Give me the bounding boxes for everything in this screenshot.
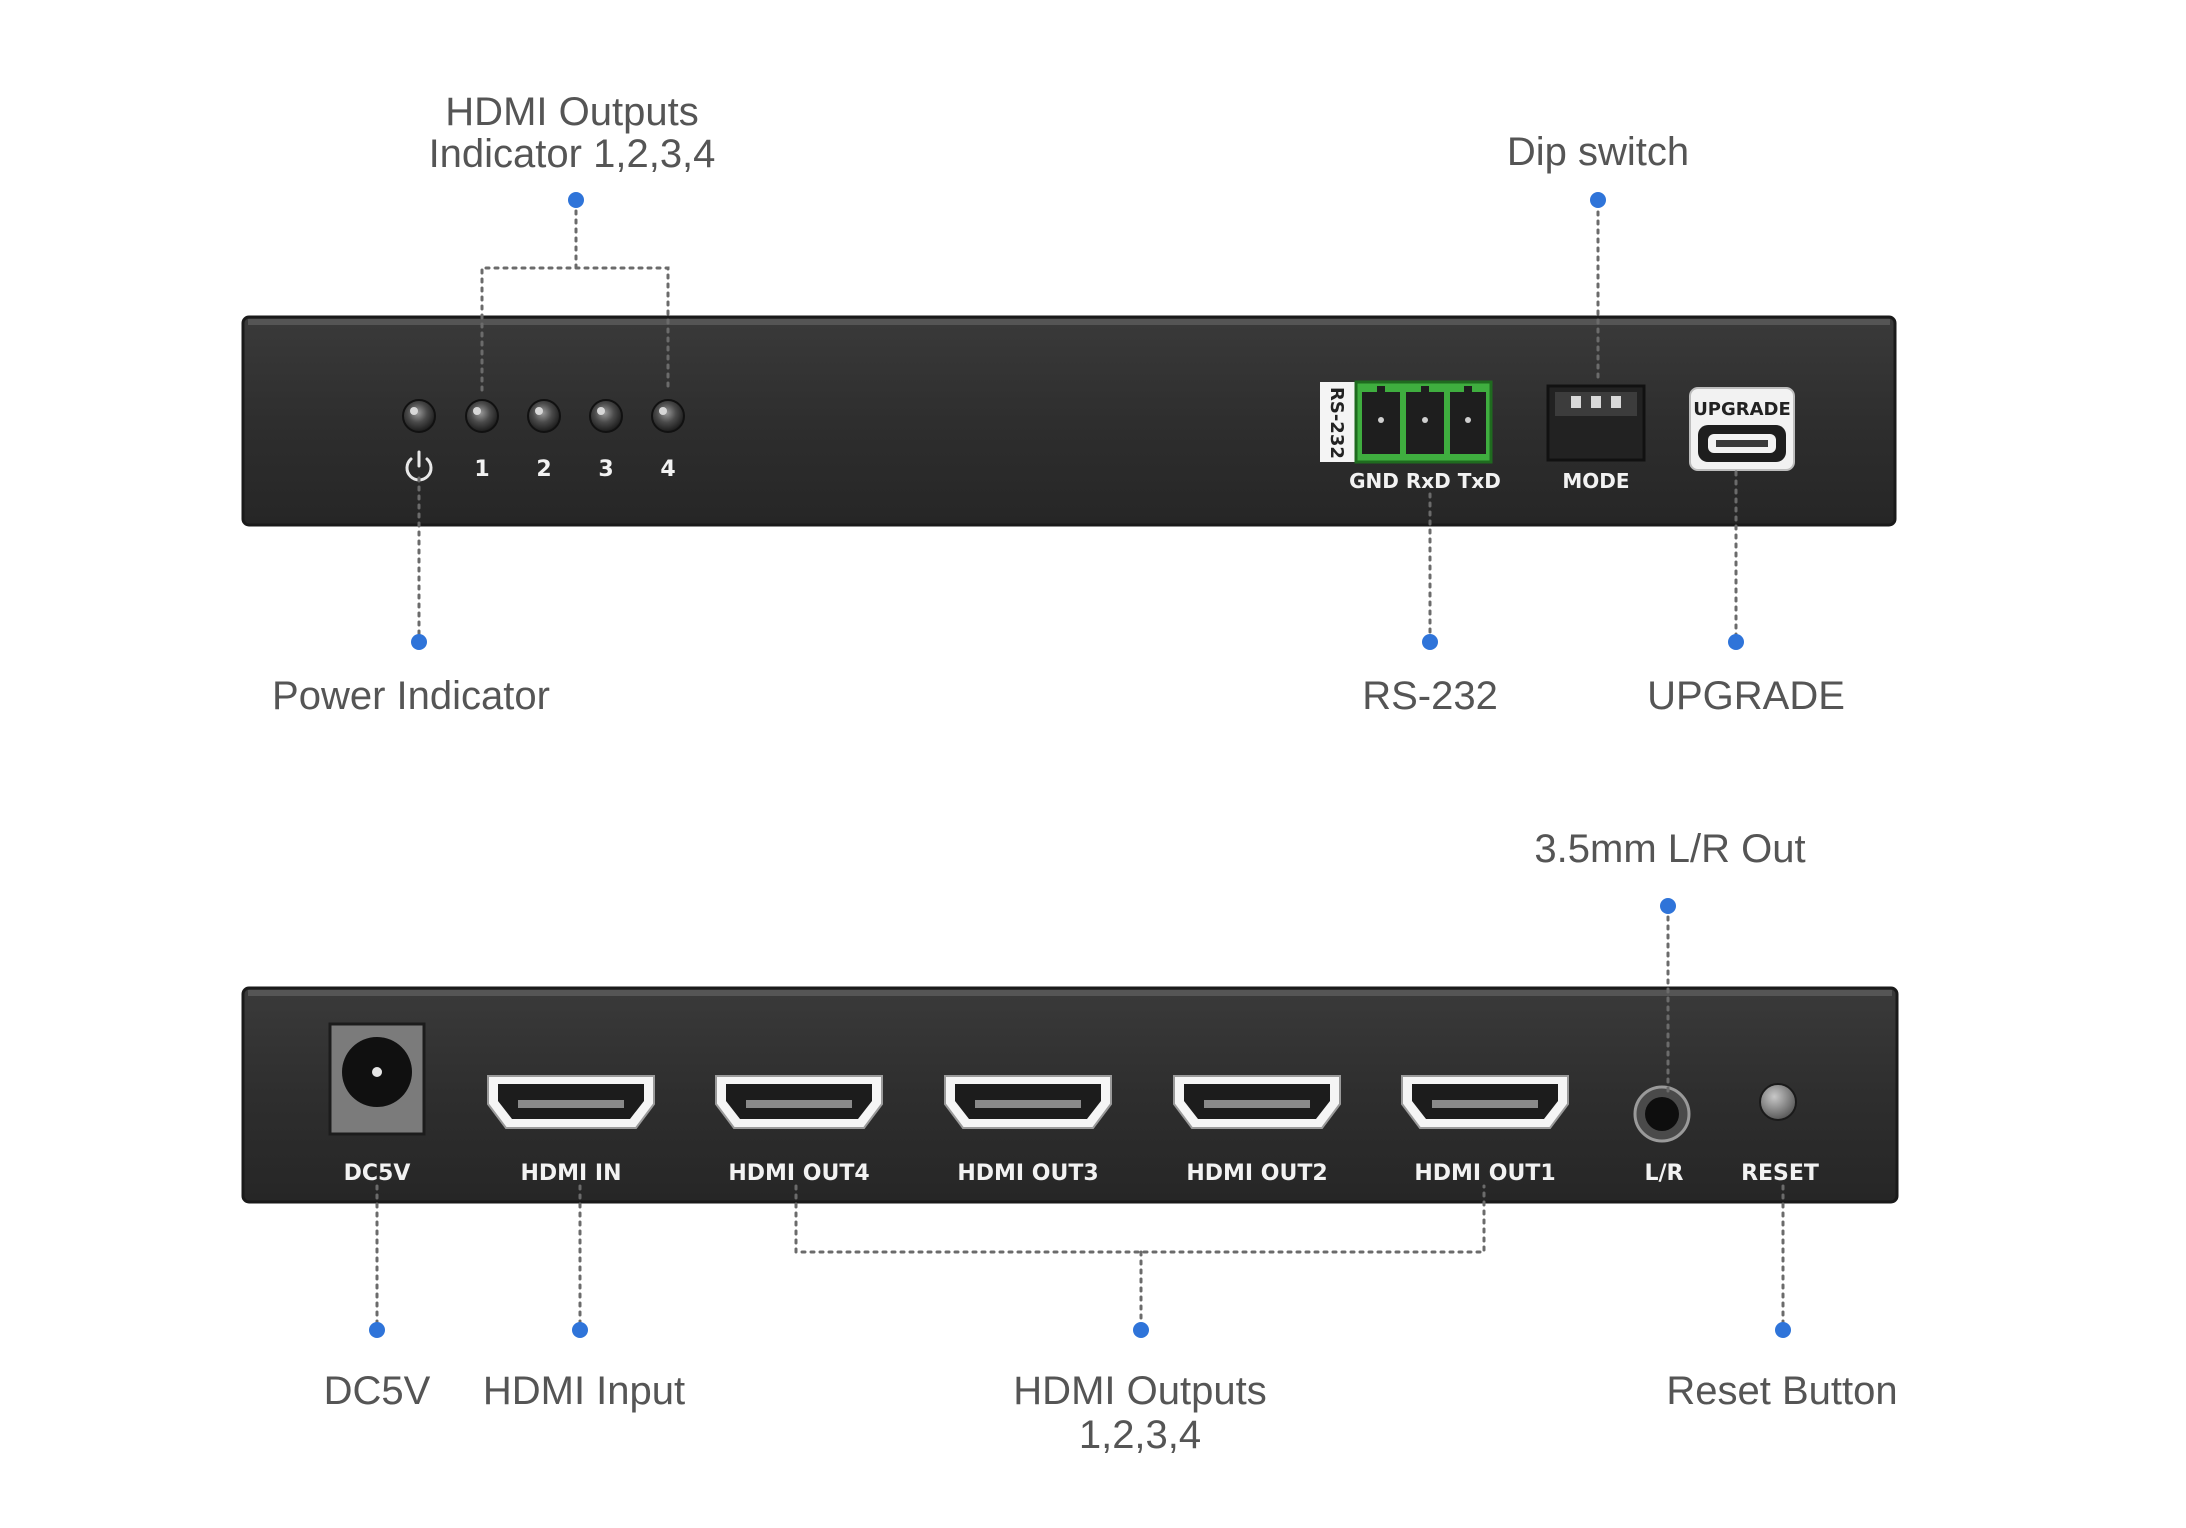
callout-rs232: RS-232 [1362, 674, 1498, 718]
dot-rs232 [1422, 634, 1438, 650]
callout-hdmi-outputs-line1: HDMI Outputs [1013, 1369, 1266, 1413]
output-led-1 [465, 399, 499, 433]
upgrade-port[interactable]: UPGRADE [1689, 387, 1795, 471]
dc-jack[interactable] [328, 1022, 426, 1136]
led-label-1: 1 [474, 457, 489, 482]
callout-hdmi-outputs-indicator-line1: HDMI Outputs [445, 90, 698, 134]
dot-reset-button [1775, 1322, 1791, 1338]
rs232-terminal[interactable]: RS-232 [1320, 380, 1493, 464]
hdmi-out2-label: HDMI OUT2 [1186, 1161, 1327, 1186]
led-label-2: 2 [536, 457, 551, 482]
callout-hdmi-outputs-indicator-line2: Indicator 1,2,3,4 [429, 132, 716, 176]
mode-label: MODE [1562, 469, 1629, 493]
led-label-3: 3 [598, 457, 613, 482]
hdmi-out2-port[interactable] [1173, 1075, 1341, 1129]
callout-reset-button: Reset Button [1666, 1369, 1897, 1413]
callout-hdmi-input: HDMI Input [483, 1369, 685, 1413]
rs232-vertical-label: RS-232 [1326, 387, 1347, 459]
output-led-4 [651, 399, 685, 433]
hdmi-out1-port[interactable] [1401, 1075, 1569, 1129]
hdmi-out3-port[interactable] [944, 1075, 1112, 1129]
callout-labels: HDMI Outputs Indicator 1,2,3,4 Dip switc… [272, 90, 1898, 1457]
leader-lines [375, 200, 1785, 1330]
reset-label: RESET [1741, 1161, 1819, 1186]
reset-button[interactable] [1759, 1083, 1797, 1121]
rs232-side-tag [1320, 382, 1356, 462]
rs232-pins-label: GND RxD TxD [1349, 469, 1501, 493]
hdmi-out4-port[interactable] [715, 1075, 883, 1129]
dot-dip-switch [1590, 192, 1606, 208]
callout-audio-out: 3.5mm L/R Out [1534, 827, 1805, 871]
dot-power-indicator [411, 634, 427, 650]
power-led [402, 399, 436, 433]
lr-label: L/R [1645, 1161, 1684, 1186]
callout-hdmi-outputs-line2: 1,2,3,4 [1079, 1413, 1201, 1457]
output-led-3 [589, 399, 623, 433]
led-label-4: 4 [660, 457, 675, 482]
front-panel-top-edge [248, 319, 1890, 325]
front-panel: 1 2 3 4 RS-232 GND RxD TxD MOD [241, 315, 1897, 527]
output-led-2 [527, 399, 561, 433]
dot-dc5v [369, 1322, 385, 1338]
mode-dip-switch[interactable] [1546, 384, 1646, 462]
hdmi-out3-label: HDMI OUT3 [957, 1161, 1098, 1186]
upgrade-port-label: UPGRADE [1693, 399, 1791, 420]
callout-dots [369, 192, 1791, 1338]
hdmi-out1-label: HDMI OUT1 [1414, 1161, 1555, 1186]
hdmi-in-label: HDMI IN [520, 1161, 621, 1186]
dot-audio-out [1660, 898, 1676, 914]
dc-label: DC5V [344, 1161, 411, 1186]
rear-panel: DC5V HDMI IN HDMI OUT4 HDMI OUT3 HDMI OU… [241, 986, 1899, 1204]
dot-hdmi-input [572, 1322, 588, 1338]
hdmi-in-port[interactable] [487, 1075, 655, 1129]
audio-lr-jack[interactable] [1633, 1085, 1691, 1143]
callout-power-indicator: Power Indicator [272, 674, 550, 718]
dot-hdmi-outputs [1133, 1322, 1149, 1338]
front-panel-body [241, 315, 1897, 527]
callout-dc5v: DC5V [324, 1369, 431, 1413]
callout-dip-switch: Dip switch [1507, 130, 1689, 174]
hdmi-out4-label: HDMI OUT4 [728, 1161, 869, 1186]
dot-upgrade [1728, 634, 1744, 650]
dot-hdmi-outputs-indicator [568, 192, 584, 208]
callout-upgrade: UPGRADE [1647, 674, 1845, 718]
